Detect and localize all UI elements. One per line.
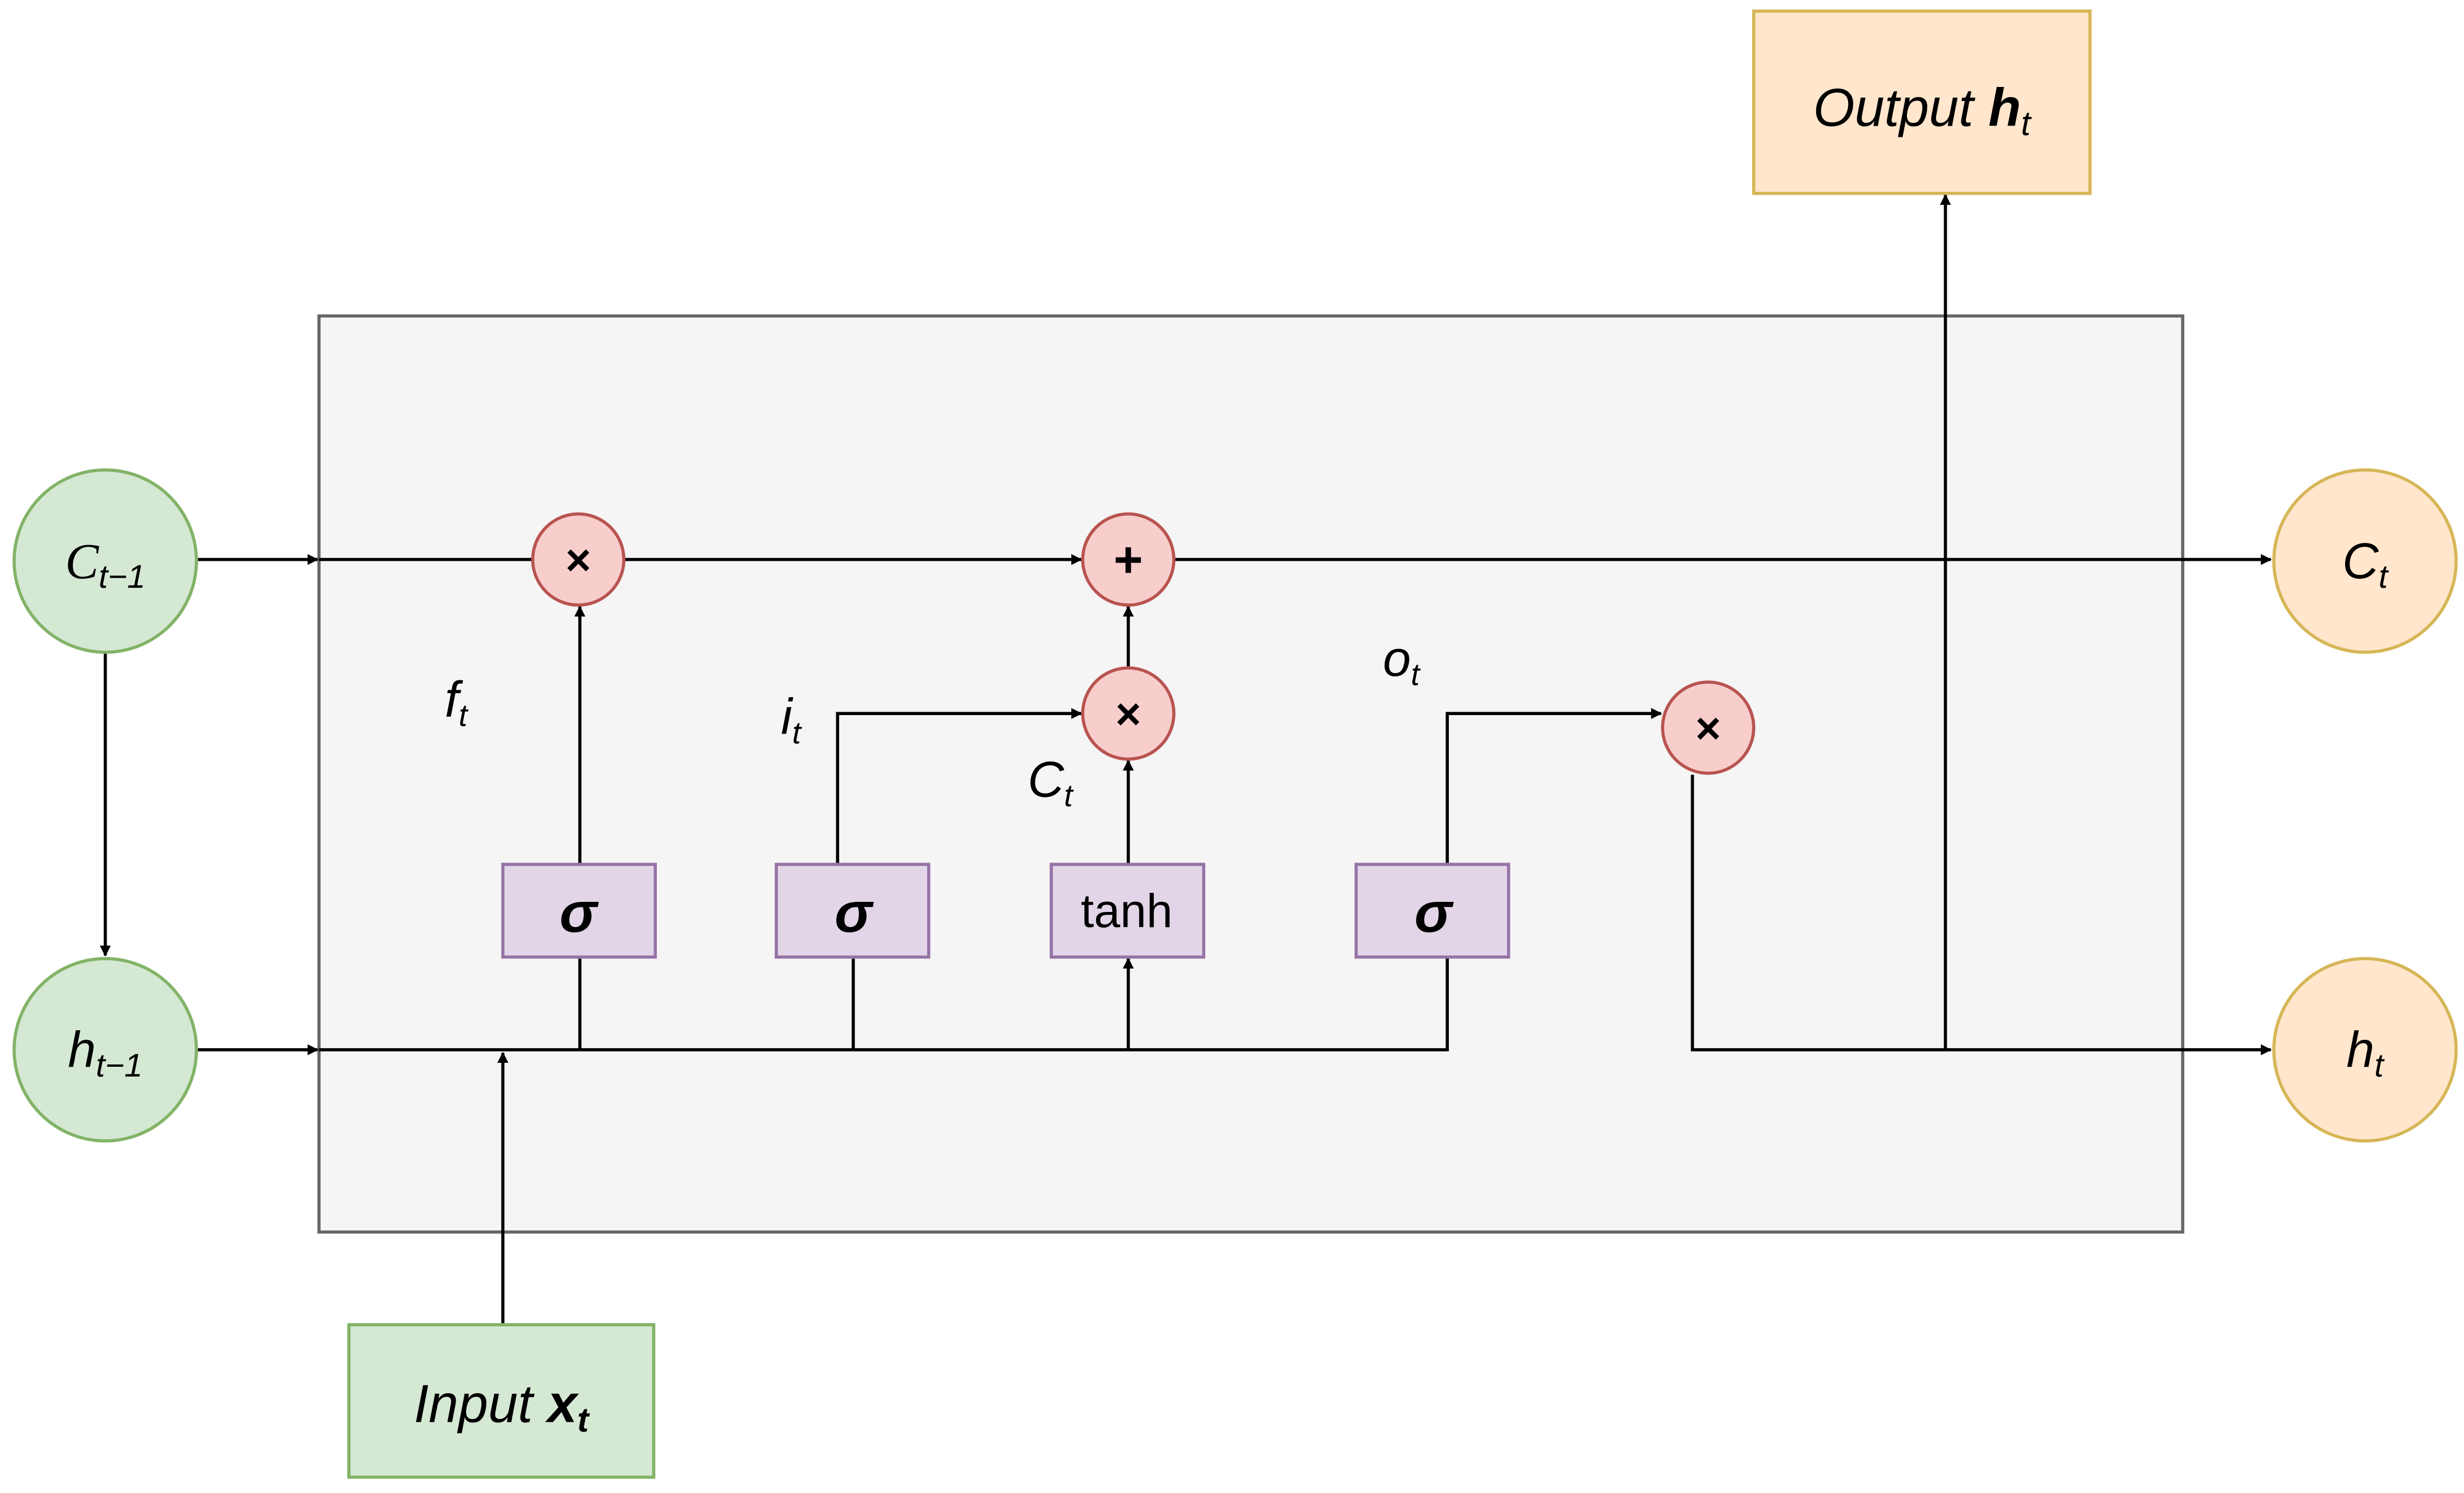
- output-gate-symbol: σ: [1415, 882, 1454, 944]
- output-gate-output: [1445, 708, 1662, 865]
- input-mult-operator: ×: [1081, 666, 1176, 761]
- output-mult-to-ht: [1691, 775, 2272, 1056]
- svg-text:ht−1: ht−1: [68, 1022, 142, 1084]
- svg-text:Output ht: Output ht: [1813, 78, 2033, 143]
- output-sub: t: [2021, 104, 2032, 143]
- forget-mult-symbol: ×: [565, 536, 591, 585]
- c-t-main: C: [2342, 533, 2379, 589]
- input-mult-symbol: ×: [1116, 689, 1141, 739]
- tanh-gate-label: tanh: [1081, 884, 1173, 937]
- output-mult-operator: ×: [1661, 680, 1756, 775]
- c-t-sub: t: [2379, 559, 2389, 595]
- h-t-main: h: [2346, 1022, 2374, 1078]
- c-prev-sub: t−1: [99, 559, 145, 595]
- input-gate: σ: [775, 863, 931, 959]
- input-sub: t: [577, 1401, 590, 1440]
- output-gate: σ: [1355, 863, 1510, 959]
- candidate-label: Ct: [1028, 752, 1074, 813]
- output-box: Output ht: [1752, 10, 2092, 195]
- add-operator: +: [1081, 512, 1176, 607]
- output-mult-symbol: ×: [1695, 703, 1721, 753]
- connections: [99, 193, 2272, 1324]
- lstm-cell-box: [317, 314, 2185, 1234]
- forget-gate: σ: [501, 863, 657, 959]
- svg-text:Ct−1: Ct−1: [65, 534, 145, 595]
- input-gate-output: [836, 708, 1083, 865]
- output-main: h: [1988, 78, 2021, 137]
- add-symbol: +: [1113, 531, 1143, 587]
- c-prev-main: C: [65, 534, 99, 589]
- hidden-bus: [319, 957, 1449, 1052]
- h-prev-node: ht−1: [12, 957, 199, 1143]
- h-t-sub: t: [2374, 1047, 2385, 1084]
- input-gate-symbol: σ: [835, 882, 874, 944]
- input-main: x: [545, 1375, 579, 1434]
- svg-text:Input xt: Input xt: [414, 1375, 590, 1440]
- input-gate-label: it: [781, 689, 802, 750]
- c-t-node: Ct: [2272, 468, 2458, 654]
- c-prev-node: Ct−1: [12, 468, 199, 654]
- h-prev-main: h: [68, 1022, 96, 1078]
- svg-text:Ct: Ct: [2342, 533, 2389, 595]
- output-gate-label: ot: [1383, 630, 1421, 692]
- input-box: Input xt: [347, 1323, 656, 1479]
- svg-text:ht: ht: [2346, 1022, 2385, 1084]
- forget-mult-operator: ×: [531, 512, 626, 607]
- output-prefix: Output: [1813, 78, 1988, 137]
- h-t-node: ht: [2272, 957, 2458, 1143]
- tanh-gate: tanh: [1049, 863, 1205, 959]
- forget-gate-symbol: σ: [560, 882, 600, 944]
- input-prefix: Input: [414, 1375, 547, 1434]
- h-prev-sub: t−1: [96, 1047, 142, 1084]
